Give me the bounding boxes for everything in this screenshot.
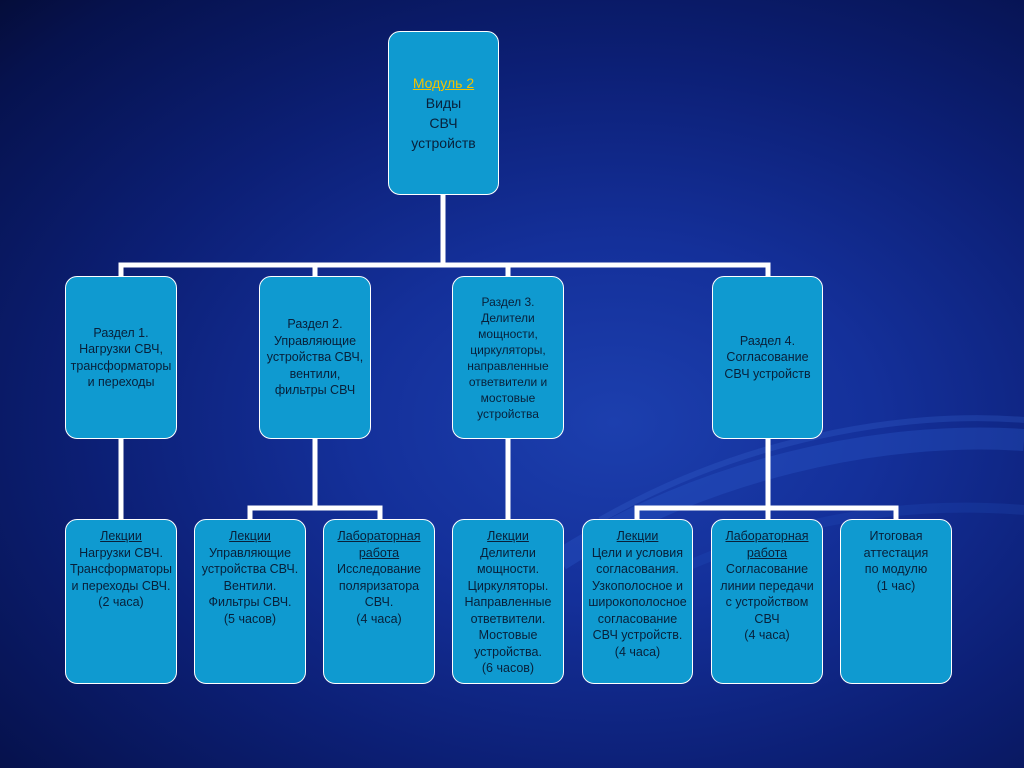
activity-line: Циркуляторы. — [467, 578, 549, 593]
activity-line: согласование — [597, 611, 678, 626]
activity-line: (1 час) — [876, 578, 916, 593]
activity-line: устройства СВЧ. — [201, 562, 299, 576]
activity-line: мощности. — [476, 562, 540, 576]
section-line: фильтры СВЧ — [274, 383, 356, 398]
activity-line: Направленные — [464, 595, 552, 609]
activity-title: Лекции — [229, 529, 271, 543]
activity-line: (4 часа) — [744, 628, 790, 642]
activity-line: Исследование — [337, 562, 421, 576]
section-title: Раздел 4. — [739, 333, 796, 348]
activity-line: (4 часа) — [356, 611, 402, 626]
activity-box-final-attestation: Итоговая аттестация по модулю (1 час) — [840, 519, 952, 684]
activity-line: (4 часа) — [614, 644, 661, 659]
activity-box-lectures-s4: Лекции Цели и условия согласования. Узко… — [582, 519, 693, 684]
module-title: Модуль 2 — [412, 75, 475, 91]
module-line: Виды — [425, 95, 462, 111]
activity-box-lectures-s2: Лекции Управляющие устройства СВЧ. Венти… — [194, 519, 306, 684]
activity-line: по модулю — [864, 562, 928, 576]
activity-title: Лекции — [616, 529, 659, 543]
activity-line: Фильтры СВЧ. — [208, 595, 292, 609]
section-line: трансформаторы — [70, 358, 172, 373]
section-box-1: Раздел 1. Нагрузки СВЧ, трансформаторы и… — [65, 276, 177, 439]
activity-line: согласования. — [596, 562, 679, 576]
activity-line: Узкополосное и — [592, 578, 683, 593]
section-title: Раздел 3. — [481, 294, 535, 309]
section-line: направленные — [467, 358, 549, 373]
section-line: вентили, — [289, 366, 341, 381]
activity-box-lectures-s3: Лекции Делители мощности. Циркуляторы. Н… — [452, 519, 564, 684]
activity-line: поляризатора — [338, 578, 420, 593]
section-title: Раздел 2. — [287, 317, 343, 332]
activity-line: СВЧ. — [364, 595, 394, 609]
section-line: мощности, — [478, 326, 538, 341]
activity-line: Мостовые — [478, 628, 538, 642]
section-line: и переходы — [87, 375, 155, 389]
activity-box-lab-s4: Лабораторная работа Согласование линии п… — [711, 519, 823, 684]
activity-title: Лекции — [100, 529, 142, 543]
section-line: циркуляторы, — [470, 342, 546, 357]
activity-box-lectures-s1: Лекции Нагрузки СВЧ. Трансформаторы и пе… — [65, 519, 177, 684]
activity-line: Управляющие — [208, 545, 292, 560]
activity-title: Лабораторная работа — [725, 529, 809, 560]
activity-line: СВЧ — [754, 611, 780, 626]
activity-line: Цели и условия — [591, 545, 684, 560]
activity-line: линии передачи — [720, 578, 814, 593]
section-line: устройства — [477, 406, 539, 421]
activity-line: устройства. — [474, 644, 542, 659]
activity-line: Согласование — [725, 562, 809, 576]
section-line: Управляющие — [273, 333, 357, 348]
activity-line: Итоговая — [869, 529, 923, 543]
activity-line: (6 часов) — [481, 661, 535, 675]
section-line: Нагрузки СВЧ, — [79, 342, 163, 356]
activity-line: Нагрузки СВЧ. — [79, 545, 163, 560]
activity-line: и переходы СВЧ. — [71, 578, 171, 593]
section-line: Делители — [481, 310, 535, 325]
module-line: устройств — [411, 135, 476, 151]
activity-box-lab-s2: Лабораторная работа Исследование поляриз… — [323, 519, 435, 684]
activity-line: Вентили. — [223, 578, 277, 593]
section-line: мостовые — [480, 390, 536, 405]
section-title: Раздел 1. — [93, 325, 149, 340]
section-line: Согласование — [726, 350, 809, 365]
activity-line: (2 часа) — [98, 595, 144, 609]
activity-line: с устройством — [725, 595, 809, 609]
section-line: устройства СВЧ, — [266, 350, 364, 365]
section-box-2: Раздел 2. Управляющие устройства СВЧ, ве… — [259, 276, 371, 439]
module-line: СВЧ — [429, 115, 458, 131]
activity-line: аттестация — [863, 545, 929, 560]
section-line: СВЧ устройств — [724, 366, 811, 381]
activity-line: широкополосное — [588, 595, 687, 609]
activity-title: Лекции — [487, 529, 529, 543]
activity-line: Трансформаторы — [70, 562, 172, 576]
activity-line: ответвители. — [470, 611, 546, 626]
activity-line: СВЧ устройств. — [592, 628, 683, 642]
module-box: Модуль 2 Виды СВЧ устройств — [388, 31, 499, 195]
activity-line: Делители — [480, 545, 536, 560]
activity-line: (5 часов) — [223, 611, 277, 626]
section-line: ответвители и — [468, 374, 548, 389]
section-box-3: Раздел 3. Делители мощности, циркуляторы… — [452, 276, 564, 439]
section-box-4: Раздел 4. Согласование СВЧ устройств — [712, 276, 823, 439]
activity-title: Лабораторная работа — [337, 529, 421, 560]
